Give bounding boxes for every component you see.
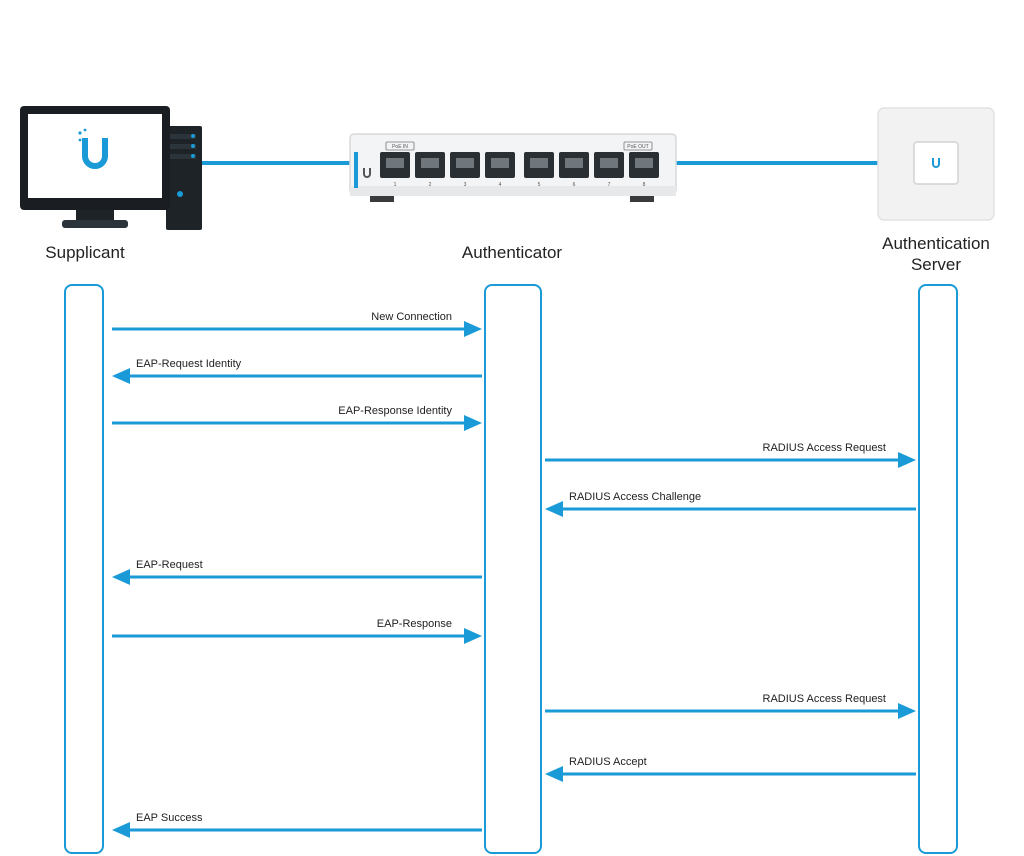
server-icon xyxy=(877,107,995,221)
poe-in-label: PoE IN xyxy=(392,144,408,150)
message-label: EAP-Response xyxy=(376,618,452,630)
message-label: EAP-Request xyxy=(136,559,203,571)
lifeline-supplicant xyxy=(64,284,104,854)
port-number: 3 xyxy=(464,182,467,188)
message-label: RADIUS Accept xyxy=(569,756,647,768)
cable-supplicant-switch xyxy=(200,161,350,165)
lifeline-authenticator xyxy=(484,284,542,854)
port-number: 4 xyxy=(499,182,502,188)
message-arrow xyxy=(112,368,482,384)
message-arrow xyxy=(545,703,916,719)
supplicant-label: Supplicant xyxy=(45,243,125,262)
switch-icon: PoE IN PoE OUT 1 2 3 4 5 6 7 8 xyxy=(349,133,677,202)
message-label: EAP-Request Identity xyxy=(136,358,242,370)
port-number: 7 xyxy=(608,182,611,188)
message-label: EAP Success xyxy=(136,812,203,824)
port-number: 2 xyxy=(429,182,432,188)
server-label: Authentication Server xyxy=(882,234,990,274)
port-number: 5 xyxy=(538,182,541,188)
message-arrow xyxy=(112,415,482,431)
message-arrow xyxy=(112,321,482,337)
port-number: 8 xyxy=(643,182,646,188)
message-arrow xyxy=(112,569,482,585)
cable-switch-server xyxy=(676,161,880,165)
message-label: RADIUS Access Challenge xyxy=(569,491,702,503)
message-label: RADIUS Access Request xyxy=(762,693,887,705)
port-number: 6 xyxy=(573,182,576,188)
lifeline-server xyxy=(918,284,958,854)
poe-out-label: PoE OUT xyxy=(627,144,648,150)
message-arrow xyxy=(545,766,916,782)
message-arrow xyxy=(545,501,916,517)
message-arrow xyxy=(112,822,482,838)
message-arrow xyxy=(112,628,482,644)
port-number: 1 xyxy=(394,182,397,188)
authenticator-label: Authenticator xyxy=(461,243,563,262)
message-arrow xyxy=(545,452,916,468)
message-label: New Connection xyxy=(371,311,452,323)
message-label: EAP-Response Identity xyxy=(338,405,452,417)
computer-icon xyxy=(20,106,202,230)
message-label: RADIUS Access Request xyxy=(762,442,887,454)
